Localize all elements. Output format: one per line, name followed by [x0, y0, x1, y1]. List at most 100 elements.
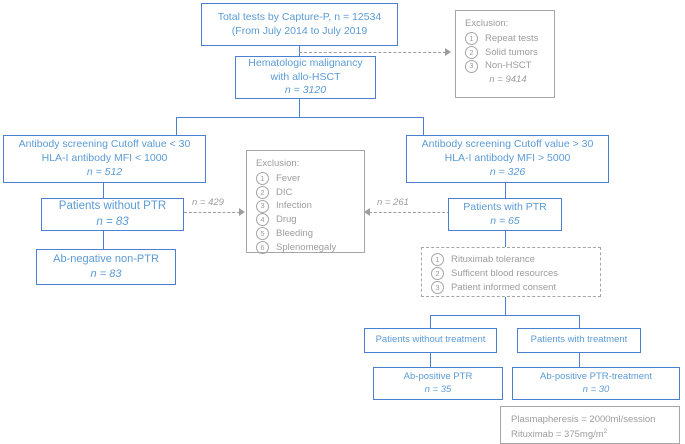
connector-withouttreatment-to-abpositive	[430, 353, 432, 367]
node-ab-negative-non-ptr[interactable]: Ab-negative non-PTR n = 83	[36, 249, 176, 285]
connector-screenhigh-to-withptr	[505, 183, 507, 198]
criteria-box: 1 Rituximab tolerance 2 Sufficent blood …	[421, 247, 601, 297]
circled-number-icon: 3	[431, 280, 444, 294]
exclusion-middle-header: Exclusion:	[256, 158, 300, 169]
circled-number-icon: 5	[256, 227, 269, 241]
connector-withptr-to-criteria	[505, 231, 507, 247]
node-total-tests[interactable]: Total tests by Capture-P, n = 12534 (Fro…	[201, 3, 398, 46]
exclusion-middle-item-6: 6 Splenomegaly	[256, 240, 355, 255]
dashed-arrow-left	[184, 212, 240, 213]
node-antibody-screening-low[interactable]: Antibody screening Cutoff value < 30 HLA…	[3, 135, 206, 183]
exclusion-top-header: Exclusion:	[465, 18, 509, 29]
criteria-item-2: 2 Sufficent blood resources	[431, 267, 591, 281]
ab-negative-label: Ab-negative non-PTR	[53, 253, 159, 266]
node-patients-with-ptr[interactable]: Patients with PTR n = 65	[448, 198, 562, 231]
exclusion-middle-item-2-label: DIC	[276, 186, 293, 198]
without-treatment-label: Patients without treatment	[375, 334, 486, 346]
connector-withtreatment-to-abpositivetreatment	[579, 353, 581, 367]
criteria-item-1: 1 Rituximab tolerance	[431, 253, 591, 267]
circled-number-icon: 1	[431, 253, 444, 267]
exclusion-top-item-2-label: Solid tumors	[485, 46, 538, 58]
with-ptr-label: Patients with PTR	[463, 200, 547, 213]
circled-number-icon: 6	[256, 240, 269, 254]
total-tests-line2: (From July 2014 to July 2019	[231, 24, 368, 37]
connector-criteria-down	[505, 297, 507, 315]
arrowhead-right-left	[364, 208, 370, 216]
exclusion-middle-item-4: 4 Drug	[256, 213, 355, 227]
without-ptr-count: n = 83	[96, 215, 129, 228]
hematologic-line2: with allo-HSCT	[270, 70, 341, 83]
node-ab-positive-ptr[interactable]: Ab-positive PTR n = 35	[373, 367, 503, 400]
connector-hematologic-down	[299, 99, 301, 117]
with-ptr-count: n = 65	[490, 214, 520, 227]
connector-split-right-drop	[423, 117, 425, 135]
connector-withoutptr-to-abnegative	[103, 231, 105, 249]
node-patients-with-treatment[interactable]: Patients with treatment	[517, 328, 641, 353]
screen-low-line2: HLA-I antibody MFI < 1000	[41, 152, 168, 165]
circled-number-icon: 4	[256, 213, 269, 227]
total-tests-line1: Total tests by Capture-P, n = 12534	[217, 10, 382, 23]
dose-note-superscript: 2	[603, 427, 608, 435]
ab-positive-ptr-treatment-label: Ab-positive PTR-treatment	[540, 370, 652, 382]
screen-high-count: n = 326	[489, 165, 526, 178]
exclusion-middle-item-2: 2 DIC	[256, 185, 355, 200]
connector-split-horizontal	[176, 117, 424, 119]
circled-number-icon: 3	[256, 199, 269, 213]
exclusion-middle-item-3-label: Infection	[276, 200, 312, 212]
exclusion-top-item-3-label: Non-HSCT	[485, 60, 532, 72]
exclusion-top-count: n = 9414	[489, 74, 527, 86]
dashed-arrow-right	[369, 212, 450, 213]
ab-negative-count: n = 83	[90, 268, 122, 280]
connector-total-to-hematologic	[299, 46, 301, 56]
exclusion-top-item-1-label: Repeat tests	[485, 32, 539, 44]
connector-treatment-split-horizontal	[430, 315, 580, 317]
ab-positive-ptr-count: n = 35	[424, 383, 452, 395]
connector-treatment-split-right	[579, 315, 581, 328]
connector-split-left-drop	[176, 117, 178, 135]
criteria-item-2-label: Sufficent blood resources	[451, 267, 559, 279]
criteria-item-3-label: Patient informed consent	[451, 281, 557, 293]
arrowhead-left-right	[239, 208, 245, 216]
dose-note-line1: Plasmapheresis = 2000ml/session	[511, 414, 656, 425]
node-ab-positive-ptr-treatment[interactable]: Ab-positive PTR-treatment n = 30	[512, 367, 680, 400]
arrowhead-top-right	[445, 48, 451, 56]
ab-positive-ptr-treatment-count: n = 30	[582, 383, 610, 395]
exclusion-top-item-2: 2 Solid tumors	[465, 45, 545, 60]
exclusion-middle-item-5: 5 Bleeding	[256, 227, 355, 241]
without-ptr-label: Patients without PTR	[58, 200, 167, 213]
arrow-label-left: n = 429	[190, 197, 226, 208]
with-treatment-label: Patients with treatment	[530, 334, 628, 346]
dashed-arrow-top	[299, 52, 446, 53]
node-patients-without-ptr[interactable]: Patients without PTR n = 83	[41, 198, 184, 231]
exclusion-top-item-1: 1 Repeat tests	[465, 32, 545, 46]
circled-number-icon: 2	[465, 45, 478, 59]
hematologic-line1: Hematologic malignancy	[248, 56, 363, 69]
exclusion-top-item-3: 3 Non-HSCT	[465, 59, 545, 73]
ab-positive-ptr-label: Ab-positive PTR	[403, 370, 473, 382]
exclusion-middle-item-5-label: Bleeding	[276, 227, 313, 239]
circled-number-icon: 1	[465, 32, 478, 46]
exclusion-middle-item-3: 3 Infection	[256, 199, 355, 213]
circled-number-icon: 3	[465, 59, 478, 73]
arrow-label-right: n = 261	[375, 197, 411, 208]
node-patients-without-treatment[interactable]: Patients without treatment	[364, 328, 497, 353]
node-hematologic-malignancy[interactable]: Hematologic malignancy with allo-HSCT n …	[235, 56, 376, 99]
circled-number-icon: 2	[431, 267, 444, 281]
exclusion-middle-item-4-label: Drug	[276, 214, 297, 226]
screen-high-line1: Antibody screening Cutoff value > 30	[421, 138, 594, 151]
screen-low-line1: Antibody screening Cutoff value < 30	[18, 138, 191, 151]
criteria-item-1-label: Rituximab tolerance	[451, 254, 535, 265]
circled-number-icon: 2	[256, 185, 269, 199]
hematologic-count: n = 3120	[284, 84, 327, 97]
exclusion-middle-item-1: 1 Fever	[256, 172, 355, 186]
dose-note-box: Plasmapheresis = 2000ml/session Rituxima…	[500, 406, 680, 444]
exclusion-box-top: Exclusion: 1 Repeat tests 2 Solid tumors…	[455, 10, 555, 98]
circled-number-icon: 1	[256, 172, 269, 186]
node-antibody-screening-high[interactable]: Antibody screening Cutoff value > 30 HLA…	[406, 135, 609, 183]
dose-note-line2: Rituximab = 375mg/m2	[511, 427, 608, 440]
exclusion-middle-item-1-label: Fever	[276, 172, 301, 184]
exclusion-box-middle: Exclusion: 1 Fever 2 DIC 3 Infection 4 D…	[246, 150, 365, 255]
screen-low-count: n = 512	[86, 165, 123, 178]
connector-screenlow-to-withoutptr	[103, 183, 105, 198]
